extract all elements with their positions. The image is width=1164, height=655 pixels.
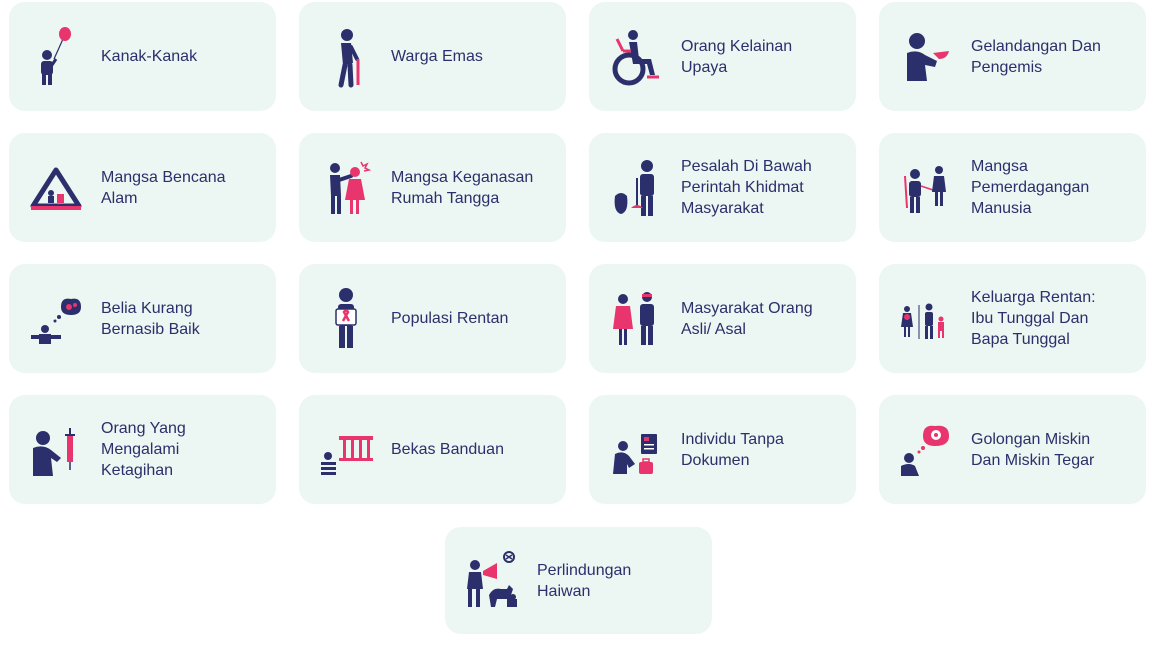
troubled-youth-icon (27, 287, 85, 351)
community-service-icon (607, 156, 665, 220)
category-card[interactable]: Keluarga Rentan: Ibu Tunggal Dan Bapa Tu… (879, 264, 1146, 373)
category-label: Gelandangan Dan Pengemis (971, 37, 1101, 76)
disaster-warning-icon (27, 156, 85, 220)
category-label: Individu Tanpa Dokumen (681, 430, 784, 469)
category-card[interactable]: Bekas Banduan (299, 395, 566, 504)
category-card-animal-protection[interactable]: Perlindungan Haiwan (445, 527, 712, 634)
category-card[interactable]: Masyarakat Orang Asli/ Asal (589, 264, 856, 373)
category-card[interactable]: Belia Kurang Bernasib Baik (9, 264, 276, 373)
animal-protection-icon (463, 549, 521, 613)
single-parent-family-icon (897, 287, 955, 351)
domestic-violence-icon (317, 156, 375, 220)
category-card[interactable]: Warga Emas (299, 2, 566, 111)
category-label: Perlindungan Haiwan (537, 561, 632, 600)
category-label: Orang Kelainan Upaya (681, 37, 793, 76)
category-card[interactable]: Mangsa Bencana Alam (9, 133, 276, 242)
category-label: Orang Yang Mengalami Ketagihan (101, 420, 186, 479)
category-label: Belia Kurang Bernasib Baik (101, 299, 200, 338)
category-label: Bekas Banduan (391, 441, 504, 458)
category-card[interactable]: Kanak-Kanak (9, 2, 276, 111)
category-label: Populasi Rentan (391, 310, 509, 327)
indigenous-people-icon (607, 287, 665, 351)
category-card[interactable]: Gelandangan Dan Pengemis (879, 2, 1146, 111)
prison-bars-icon (317, 418, 375, 482)
category-card[interactable]: Individu Tanpa Dokumen (589, 395, 856, 504)
child-balloon-icon (27, 25, 85, 89)
category-label: Mangsa Keganasan Rumah Tangga (391, 168, 534, 207)
category-card[interactable]: Orang Yang Mengalami Ketagihan (9, 395, 276, 504)
category-card[interactable]: Orang Kelainan Upaya (589, 2, 856, 111)
category-label: Mangsa Pemerdagangan Manusia (971, 158, 1090, 217)
category-label: Kanak-Kanak (101, 48, 198, 65)
category-label: Pesalah Di Bawah Perintah Khidmat Masyar… (681, 158, 812, 217)
awareness-ribbon-icon (317, 287, 375, 351)
category-label: Mangsa Bencana Alam (101, 168, 226, 207)
category-card[interactable]: Golongan Miskin Dan Miskin Tegar (879, 395, 1146, 504)
human-trafficking-icon (897, 156, 955, 220)
poverty-thought-icon (897, 418, 955, 482)
category-card[interactable]: Mangsa Keganasan Rumah Tangga (299, 133, 566, 242)
undocumented-person-icon (607, 418, 665, 482)
category-label: Golongan Miskin Dan Miskin Tegar (971, 430, 1095, 469)
wheelchair-icon (607, 25, 665, 89)
addiction-syringe-icon (27, 418, 85, 482)
category-label: Warga Emas (391, 48, 483, 65)
beggar-bowl-icon (897, 25, 955, 89)
elderly-cane-icon (317, 25, 375, 89)
category-label: Keluarga Rentan: Ibu Tunggal Dan Bapa Tu… (971, 289, 1096, 348)
category-card[interactable]: Mangsa Pemerdagangan Manusia (879, 133, 1146, 242)
category-card[interactable]: Populasi Rentan (299, 264, 566, 373)
category-label: Masyarakat Orang Asli/ Asal (681, 299, 813, 338)
category-card[interactable]: Pesalah Di Bawah Perintah Khidmat Masyar… (589, 133, 856, 242)
category-grid: Kanak-Kanak Warga Emas (9, 2, 1146, 504)
